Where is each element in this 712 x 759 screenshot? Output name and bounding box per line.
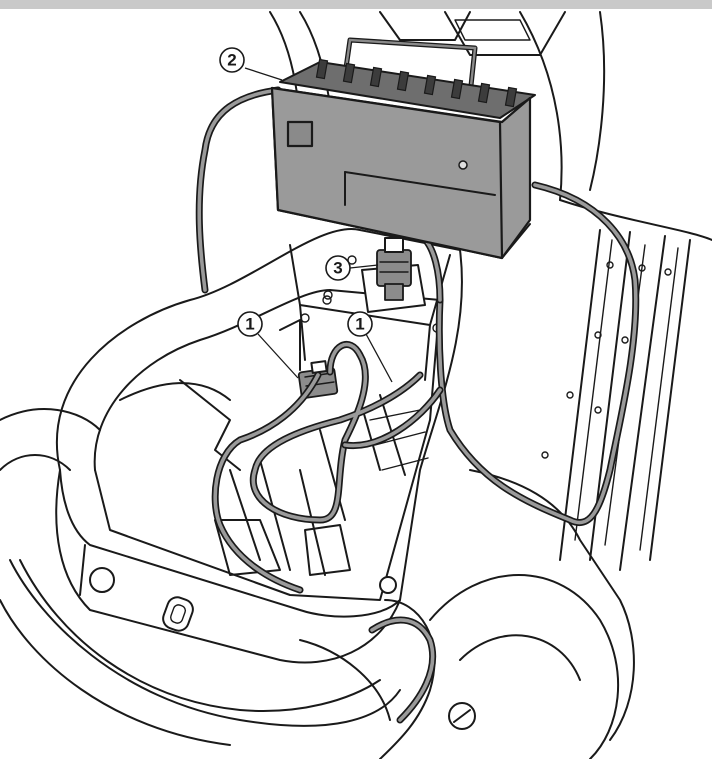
scooter-left-body xyxy=(0,408,436,759)
charger-connector xyxy=(323,237,426,313)
callout-3-label: 3 xyxy=(333,259,342,278)
top-border-bar xyxy=(0,0,712,9)
battery-charger xyxy=(270,37,536,260)
callout-1-left-label: 1 xyxy=(245,315,254,334)
callout-1-right-label: 1 xyxy=(355,315,364,334)
callout-3: 3 xyxy=(325,255,379,281)
callout-2-label: 2 xyxy=(227,51,236,70)
callout-2: 2 xyxy=(219,47,283,81)
callout-1-right: 1 xyxy=(347,311,393,383)
charging-cables xyxy=(195,86,640,724)
callout-1-left: 1 xyxy=(237,311,299,379)
